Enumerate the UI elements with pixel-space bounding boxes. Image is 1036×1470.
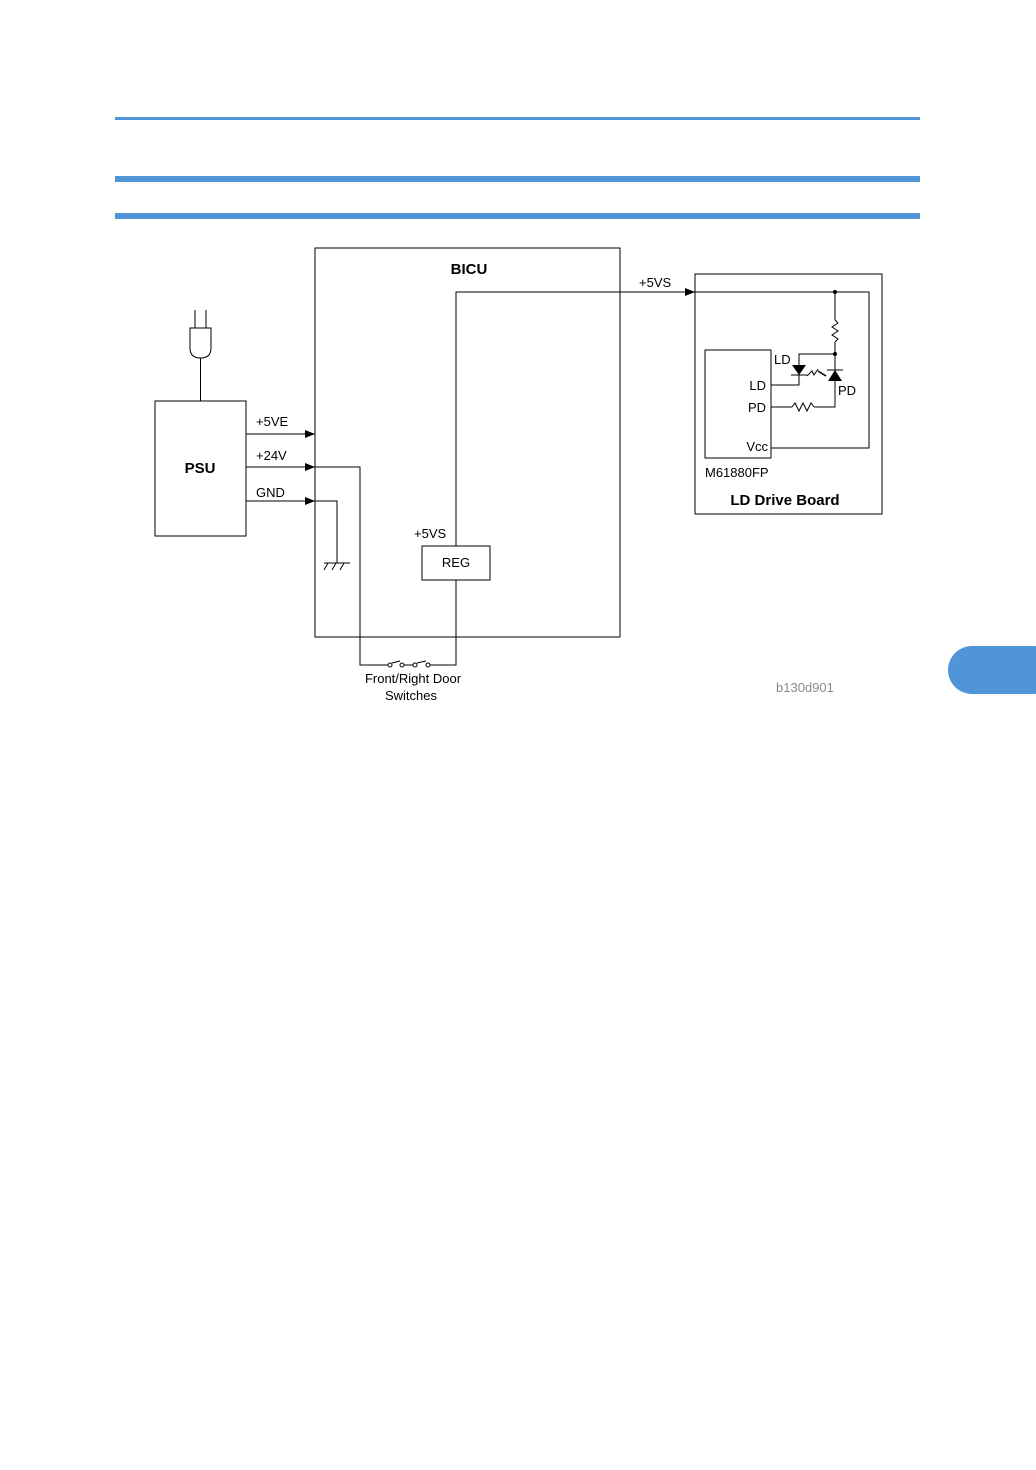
photo-diode-icon xyxy=(818,370,843,381)
ac-plug-icon xyxy=(190,310,211,401)
door-switch-icon xyxy=(388,661,430,667)
junction-dot xyxy=(833,352,837,356)
pd-resistor-icon xyxy=(792,403,814,411)
chip-pin-ld: LD xyxy=(749,378,766,393)
ld-drive-board-title: LD Drive Board xyxy=(730,492,839,509)
psu-output-gnd: GND xyxy=(256,485,285,500)
chip-name: M61880FP xyxy=(705,465,769,480)
switches-label-line2: Switches xyxy=(385,688,438,703)
reg-output-label: +5VS xyxy=(414,526,446,541)
laser-diode-icon xyxy=(791,365,818,376)
bicu-title: BICU xyxy=(451,261,488,278)
psu-output-5ve: +5VE xyxy=(256,414,288,429)
chip-pin-pd: PD xyxy=(748,400,766,415)
laser-diode-label: LD xyxy=(774,352,791,367)
psu-title: PSU xyxy=(185,460,216,477)
resistor-icon xyxy=(832,320,838,342)
junction-dot xyxy=(833,290,837,294)
reg-label: REG xyxy=(442,555,470,570)
switches-label-line1: Front/Right Door xyxy=(365,671,462,686)
ground-symbol-icon xyxy=(324,563,350,570)
psu-output-24v: +24V xyxy=(256,448,287,463)
photo-diode-label: PD xyxy=(838,383,856,398)
bicu-block xyxy=(315,248,620,637)
chip-pin-vcc: Vcc xyxy=(746,439,768,454)
line-5vs-label: +5VS xyxy=(639,275,671,290)
figure-id: b130d901 xyxy=(776,680,834,695)
